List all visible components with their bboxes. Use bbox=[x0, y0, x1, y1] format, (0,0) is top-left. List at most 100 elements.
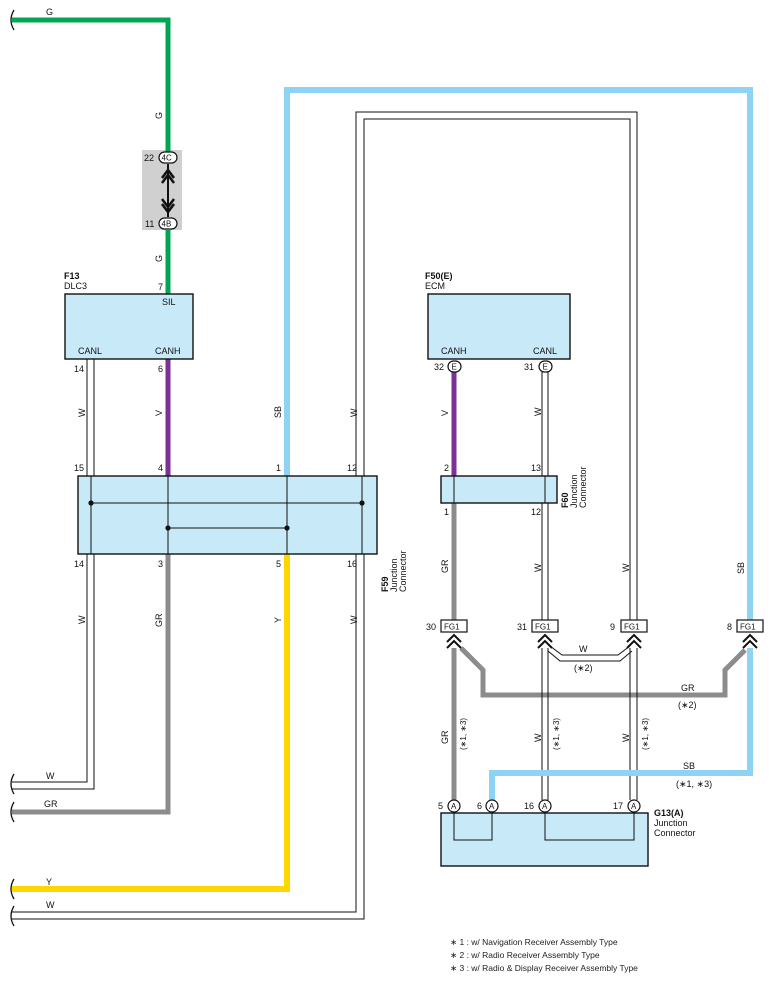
label-gr-end: GR bbox=[44, 799, 58, 809]
ecm-connector-e-32 bbox=[447, 360, 462, 373]
label-w-end-1: W bbox=[46, 771, 55, 781]
label-w-end-2: W bbox=[46, 900, 55, 910]
wire-w-loop bbox=[355, 111, 638, 620]
f59-pin-t4: 4 bbox=[158, 463, 163, 473]
g13-pin-6: 6 bbox=[477, 801, 482, 811]
fg1-pin-31: 31 bbox=[517, 622, 527, 632]
label-gr-f60: GR bbox=[440, 559, 450, 573]
g13-connector-5: A bbox=[447, 799, 461, 813]
fg1-pin-30: 30 bbox=[426, 622, 436, 632]
svg-text:FG1: FG1 bbox=[535, 623, 551, 632]
connector-4c-4b-join-icon bbox=[161, 164, 175, 217]
label-w-variant-13-16: W bbox=[533, 733, 543, 742]
connector-4c bbox=[158, 151, 178, 164]
ecm-connector-e-31-label: E bbox=[543, 363, 548, 372]
wire-w-variant-2 bbox=[547, 645, 633, 662]
wire-w-ecm-canl bbox=[541, 372, 549, 476]
f59-pin-b16: 16 bbox=[347, 559, 357, 569]
g13-code: G13(A) bbox=[654, 808, 684, 818]
f60-name-2: Connector bbox=[578, 466, 588, 508]
f60-pin-t13: 13 bbox=[531, 463, 541, 473]
tag-w-variant-13-17: (∗1, ∗3) bbox=[641, 718, 650, 750]
g13-pin-17: 17 bbox=[613, 801, 623, 811]
fg1-connector-8: FG1 bbox=[736, 619, 764, 649]
g13-connector-17: A bbox=[627, 799, 641, 813]
connector-4b-pin: 11 bbox=[145, 219, 154, 229]
f59-name-1: Junction bbox=[389, 558, 399, 592]
label-w-loop-2: W bbox=[621, 563, 631, 572]
f50-pin-canh-num: 32 bbox=[434, 362, 444, 372]
f13-pin-canl-label: CANL bbox=[78, 346, 102, 356]
svg-text:A: A bbox=[631, 802, 637, 811]
svg-text:FG1: FG1 bbox=[624, 623, 640, 632]
label-v-ecm: V bbox=[440, 410, 450, 416]
f59-internal-wiring bbox=[88, 476, 365, 554]
label-g-1: G bbox=[154, 112, 164, 119]
f13-pin-canh-num: 6 bbox=[158, 364, 163, 374]
connector-4c-label: 4C bbox=[162, 154, 172, 163]
f60-pin-b12: 12 bbox=[531, 507, 541, 517]
g13-name-2: Connector bbox=[654, 828, 696, 838]
f13-name: DLC3 bbox=[64, 281, 87, 291]
f59-pin-b5: 5 bbox=[276, 559, 281, 569]
wire-w-f59-16 bbox=[12, 554, 365, 920]
label-w-f59-14: W bbox=[77, 615, 87, 624]
wire-y-f59-5 bbox=[12, 554, 290, 892]
label-y-f59-5: Y bbox=[273, 617, 283, 623]
label-w-dlc3: W bbox=[77, 408, 87, 417]
f60-name-1: Junction bbox=[569, 474, 579, 508]
label-w-ecm: W bbox=[533, 407, 543, 416]
f13-pin-sil-num: 7 bbox=[158, 282, 163, 292]
tag-gr-variant-2: (∗2) bbox=[678, 700, 697, 710]
g13-name-1: Junction bbox=[654, 818, 688, 828]
wire-gr-f59-3 bbox=[12, 554, 171, 815]
f59-name-2: Connector bbox=[398, 550, 408, 592]
f13-pin-sil-label: SIL bbox=[162, 297, 176, 307]
g13-internal-wiring bbox=[453, 813, 635, 841]
f59-pin-b14: 14 bbox=[74, 559, 84, 569]
f60-pin-t2: 2 bbox=[444, 463, 449, 473]
wire-w-f59-14 bbox=[12, 554, 95, 790]
label-w-variant-13-17: W bbox=[621, 733, 631, 742]
connector-4c-4b-highlight bbox=[142, 150, 182, 230]
g13-pin-5: 5 bbox=[438, 801, 443, 811]
connector-4b-label: 4B bbox=[162, 220, 172, 229]
svg-text:A: A bbox=[542, 802, 548, 811]
label-w-f60: W bbox=[533, 563, 543, 572]
f59-pin-b3: 3 bbox=[158, 559, 163, 569]
f50-pin-canh-label: CANH bbox=[441, 346, 467, 356]
connector-4c-pin: 22 bbox=[144, 153, 154, 163]
label-sb-variant-13: SB bbox=[683, 761, 695, 771]
f13-pin-canl-num: 14 bbox=[74, 364, 84, 374]
fg1-connector-30: FG1 bbox=[440, 619, 468, 649]
wire-w-f60-12 bbox=[541, 503, 549, 620]
label-gr-f59-3: GR bbox=[154, 613, 164, 627]
ecm-connector-e-32-label: E bbox=[452, 363, 457, 372]
svg-text:A: A bbox=[451, 802, 457, 811]
wire-break-marks bbox=[10, 9, 15, 927]
tag-sb-variant-13: (∗1, ∗3) bbox=[676, 779, 712, 789]
label-w-loop: W bbox=[349, 408, 359, 417]
tag-w-variant-13-16: (∗1, ∗3) bbox=[552, 718, 561, 750]
component-f50-ecm bbox=[427, 293, 571, 360]
svg-text:FG1: FG1 bbox=[444, 623, 460, 632]
footnote-1: ∗ 1 : w/ Navigation Receiver Assembly Ty… bbox=[450, 937, 618, 947]
fg1-connector-9: FG1 bbox=[620, 619, 648, 649]
wire-w-variant-13-17 bbox=[629, 648, 638, 800]
f50-pin-canl-num: 31 bbox=[524, 362, 534, 372]
f59-pin-t12: 12 bbox=[347, 463, 357, 473]
footnote-3: ∗ 3 : w/ Radio & Display Receiver Assemb… bbox=[450, 963, 638, 973]
label-v-dlc3: V bbox=[154, 410, 164, 416]
svg-text:FG1: FG1 bbox=[740, 623, 756, 632]
wire-sb-loop bbox=[284, 87, 753, 620]
ecm-connector-e-31 bbox=[538, 360, 553, 373]
wire-sb-variant-13 bbox=[489, 648, 753, 800]
label-g-top: G bbox=[46, 7, 53, 17]
label-sb-1: SB bbox=[273, 406, 283, 418]
g13-connector-16: A bbox=[538, 799, 552, 813]
f50-name: ECM bbox=[425, 281, 445, 291]
f60-label: F60 Junction Connector bbox=[560, 466, 588, 508]
f13-pin-canh-label: CANH bbox=[155, 346, 181, 356]
footnotes: ∗ 1 : w/ Navigation Receiver Assembly Ty… bbox=[450, 936, 638, 975]
